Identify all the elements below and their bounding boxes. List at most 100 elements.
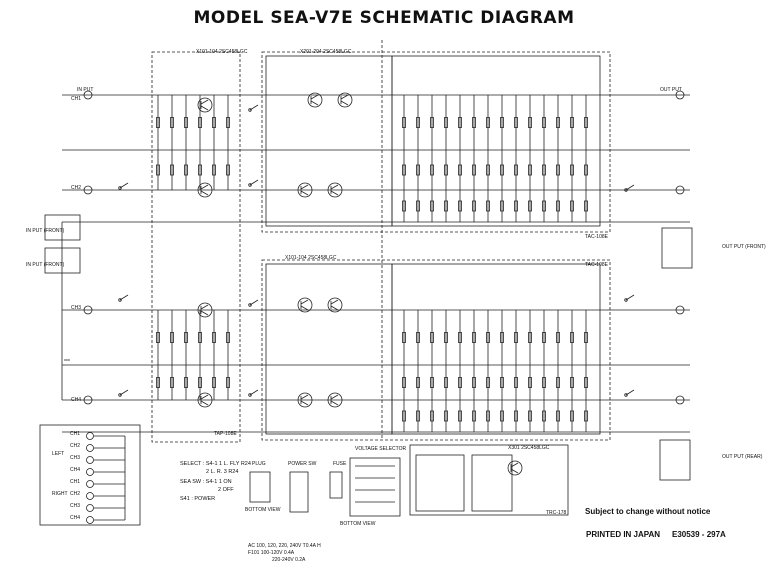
transistor-icon: [297, 392, 313, 408]
out-put-label: OUT PUT: [660, 87, 682, 93]
resistor-icon: [444, 117, 448, 128]
ac-note: 220-240V 0.2A: [272, 557, 306, 563]
input-jack-icon: [83, 185, 93, 195]
fuse-body: [329, 471, 343, 499]
transistor-icon: [197, 182, 213, 198]
resistor-icon: [170, 332, 174, 343]
switch-terminal-icon: [624, 298, 628, 302]
resistor-icon: [542, 164, 546, 176]
output-jack-panel: [661, 227, 693, 269]
resistor-icon: [486, 200, 490, 212]
resistor-icon: [458, 117, 462, 128]
resistor-icon: [430, 377, 434, 388]
panel-row-label: CH1: [70, 479, 81, 485]
resistor-icon: [226, 164, 230, 176]
panel-jack-icon: [86, 516, 94, 524]
input-jack-panel: [44, 247, 81, 274]
panel-left-label: LEFT: [52, 451, 65, 457]
tac-top-label: TAC-108E: [585, 234, 608, 240]
resistor-icon: [472, 410, 476, 422]
schematic-line: [200, 400, 209, 406]
panel-jack-icon: [86, 456, 94, 464]
resistor-icon: [514, 117, 518, 128]
plug-label: PLUG: [252, 461, 266, 467]
resistor-icon: [542, 200, 546, 212]
panel-jack-icon: [86, 432, 94, 440]
input-jack-panel: [44, 214, 81, 241]
panel-jack-icon: [86, 444, 94, 452]
power-sw-label: POWER SW: [288, 461, 317, 467]
resistor-icon: [458, 410, 462, 422]
in-put-front-label: IN PUT (FRONT): [26, 228, 65, 234]
voltage-selector-label: VOLTAGE SELECTOR: [355, 446, 407, 452]
resistor-icon: [184, 332, 188, 343]
voltage-selector-body: [349, 457, 401, 517]
resistor-icon: [584, 117, 588, 128]
select-note: 2 L. R. 3 R24: [206, 469, 239, 475]
panel-row-label: CH2: [70, 443, 81, 449]
transistor-icon: [297, 182, 313, 198]
resistor-icon: [500, 200, 504, 212]
amp-section-top: [265, 55, 393, 227]
switch-terminal-icon: [248, 393, 252, 397]
resistor-icon: [212, 117, 216, 128]
schematic-line: [330, 190, 339, 196]
printed-note: PRINTED IN JAPAN: [586, 530, 661, 539]
selector-bottom-view-label: BOTTOM VIEW: [340, 521, 376, 527]
resistor-icon: [514, 410, 518, 422]
resistor-icon: [198, 377, 202, 388]
resistor-icon: [156, 164, 160, 176]
panel-row-label: CH1: [70, 431, 81, 437]
resistor-icon: [198, 332, 202, 343]
x101-label: X101-104 2SC458LGC: [196, 49, 248, 55]
resistor-icon: [528, 164, 532, 176]
resistor-icon: [416, 410, 420, 422]
transistor-icon: [507, 460, 523, 476]
resistor-icon: [416, 117, 420, 128]
switch-terminal-icon: [118, 298, 122, 302]
tap-board-outline: [151, 51, 241, 443]
resistor-icon: [556, 164, 560, 176]
resistor-icon: [458, 332, 462, 343]
jack-ch1-label: CH1: [71, 96, 82, 102]
panel-jack-icon: [86, 492, 94, 500]
resistor-icon: [542, 117, 546, 128]
filter-section-bottom: [391, 263, 601, 435]
transistor-icon: [327, 182, 343, 198]
schematic-line: [340, 100, 349, 106]
resistor-icon: [212, 332, 216, 343]
x201-bottom-label: X101-104 2SC458LGC: [285, 255, 337, 261]
schematic-line: [200, 99, 209, 105]
schematic-line: [330, 184, 339, 190]
input-jack-icon: [83, 305, 93, 315]
resistor-icon: [528, 332, 532, 343]
resistor-icon: [416, 200, 420, 212]
resistor-icon: [486, 164, 490, 176]
resistor-icon: [444, 410, 448, 422]
resistor-icon: [472, 377, 476, 388]
schematic-line: [310, 100, 319, 106]
resistor-icon: [184, 164, 188, 176]
ac-note: AC 100, 120, 220, 240V T0.4A H: [248, 543, 321, 549]
resistor-icon: [416, 164, 420, 176]
resistor-icon: [212, 377, 216, 388]
resistor-icon: [444, 164, 448, 176]
resistor-icon: [556, 117, 560, 128]
resistor-icon: [226, 377, 230, 388]
resistor-icon: [170, 164, 174, 176]
resistor-icon: [500, 332, 504, 343]
tap-block-label: TAP-108E: [214, 431, 237, 437]
output-jack-icon: [675, 185, 685, 195]
jack-ch3-label: CH3: [71, 305, 82, 311]
plug-bottom-view-label: BOTTOM VIEW: [245, 507, 281, 513]
resistor-icon: [430, 332, 434, 343]
transistor-icon: [197, 302, 213, 318]
select-note: S41 : POWER: [180, 496, 216, 502]
schematic-line: [330, 400, 339, 406]
resistor-icon: [170, 377, 174, 388]
resistor-icon: [528, 410, 532, 422]
transistor-icon: [337, 92, 353, 108]
resistor-icon: [514, 200, 518, 212]
resistor-icon: [570, 410, 574, 422]
schematic-line: [300, 305, 309, 311]
